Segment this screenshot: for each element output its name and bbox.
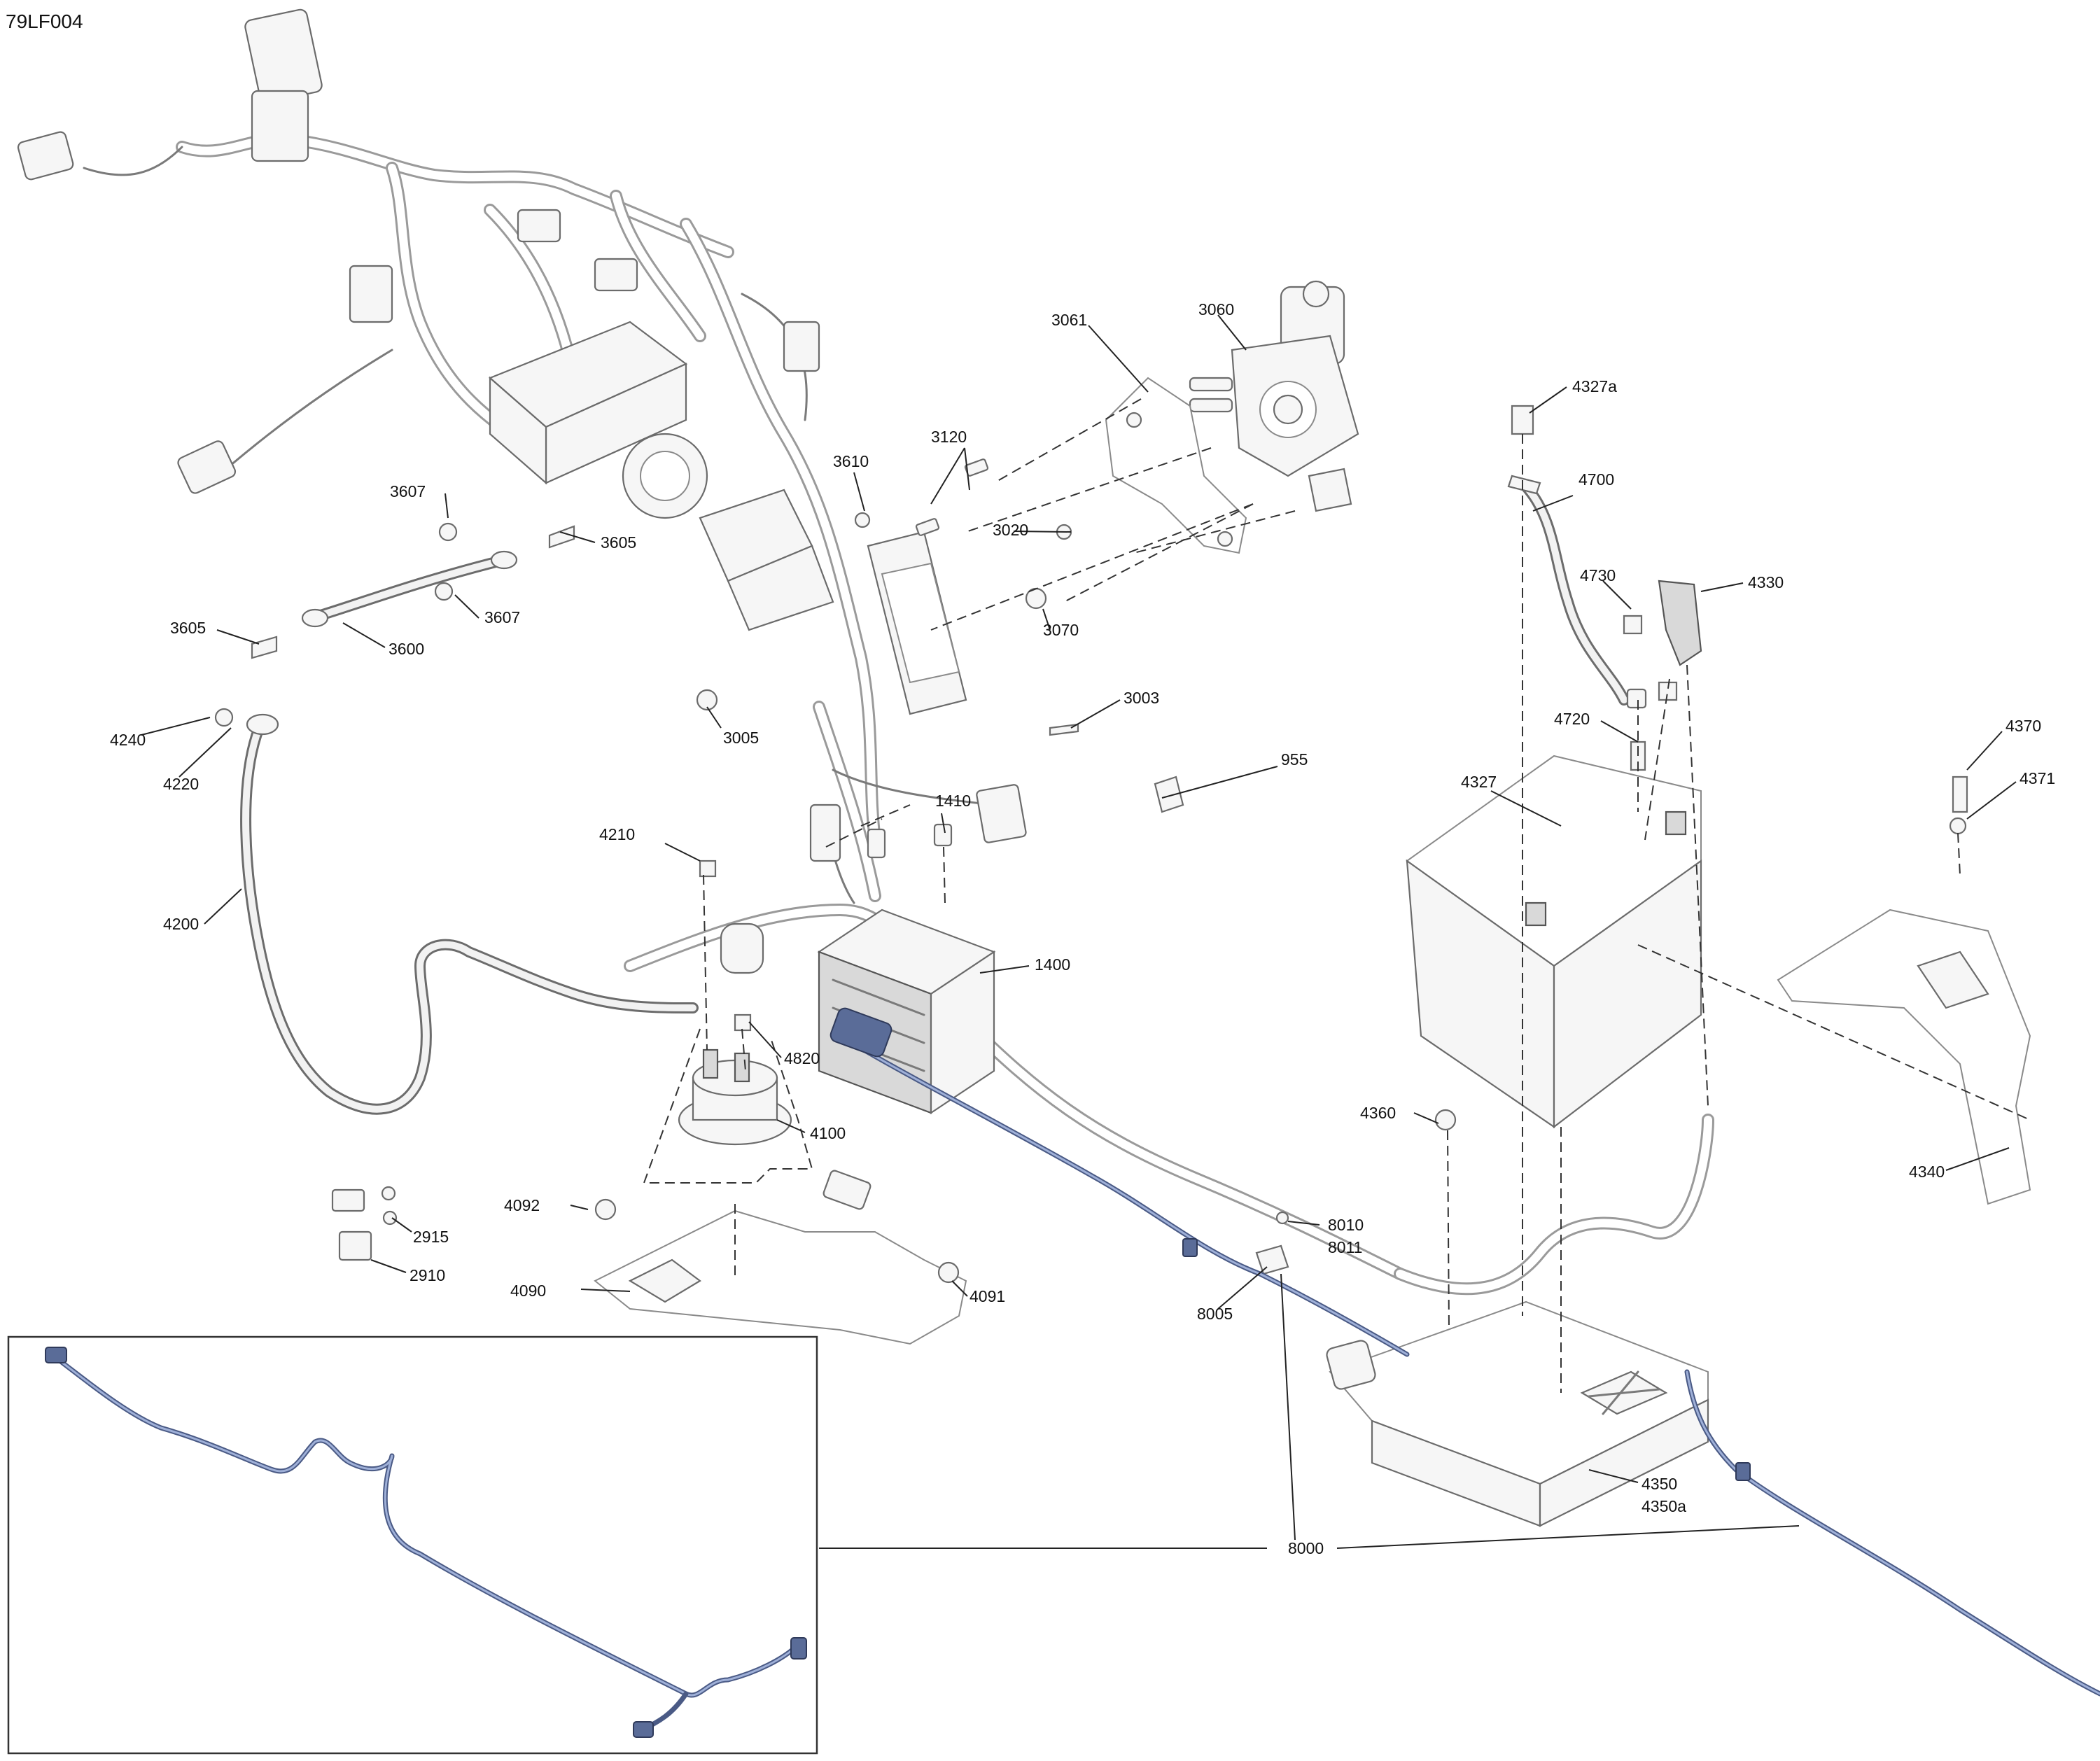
callout-3061: 3061	[1051, 311, 1087, 329]
battery-cable-4200	[214, 708, 699, 1115]
callout-labels: 3061 3060 4327a 3120 3610 4700 3607 3605…	[110, 300, 2055, 1557]
callout-4327: 4327	[1461, 773, 1497, 791]
blue-harness-8000	[830, 1007, 2100, 1697]
callout-4340: 4340	[1909, 1163, 1945, 1181]
starter-solenoid-4100	[643, 860, 872, 1210]
solenoid-tray-4090	[594, 1198, 967, 1345]
battery-bracket-4340	[1777, 776, 2031, 1205]
callout-2915: 2915	[413, 1228, 449, 1246]
actuator-3060	[1189, 280, 1359, 512]
callout-8000: 8000	[1288, 1539, 1324, 1557]
callout-4350a: 4350a	[1642, 1497, 1686, 1515]
callout-4210: 4210	[599, 825, 635, 843]
callout-4240: 4240	[110, 731, 146, 749]
callout-4091: 4091	[969, 1287, 1005, 1305]
callout-4330: 4330	[1748, 573, 1784, 591]
callout-4730: 4730	[1580, 566, 1616, 584]
callout-1410: 1410	[935, 792, 971, 810]
callout-4092: 4092	[504, 1196, 540, 1214]
callout-4350: 4350	[1642, 1475, 1677, 1493]
callout-1400: 1400	[1035, 955, 1070, 974]
callout-3607-top: 3607	[390, 482, 426, 500]
figure-id: 79LF004	[6, 10, 83, 32]
callout-8011: 8011	[1328, 1238, 1362, 1256]
inset-harness-8000	[7, 1335, 818, 1755]
callout-4220: 4220	[163, 775, 199, 793]
callout-4090: 4090	[510, 1282, 546, 1300]
battery-tray-4350	[1255, 1109, 1709, 1527]
voltage-regulator-1400	[817, 823, 996, 1115]
leader-lines	[141, 314, 2017, 1549]
callout-4820: 4820	[784, 1049, 820, 1067]
callout-8010: 8010	[1328, 1216, 1364, 1234]
clips-2910-2915	[331, 1186, 398, 1261]
callout-3600: 3600	[388, 640, 424, 658]
callout-4327a: 4327a	[1572, 377, 1617, 395]
callout-4370: 4370	[2005, 717, 2041, 735]
callout-4700: 4700	[1578, 470, 1614, 489]
callout-4720: 4720	[1554, 710, 1590, 728]
callout-2910: 2910	[410, 1266, 445, 1284]
main-wiring-harness	[17, 8, 967, 846]
actuator-bracket-3061	[1105, 377, 1247, 554]
callout-3003: 3003	[1124, 689, 1159, 707]
callout-955: 955	[1281, 750, 1308, 769]
battery-cable-4700	[1507, 405, 1647, 709]
assembly-lines	[703, 398, 2031, 1393]
callout-3605-left: 3605	[170, 619, 206, 637]
inset-frame	[7, 1335, 818, 1755]
callout-3120: 3120	[931, 428, 967, 446]
callout-3020: 3020	[993, 521, 1028, 539]
terminal-cover-4330	[1623, 580, 1702, 771]
callout-4200: 4200	[163, 915, 199, 933]
callout-3610: 3610	[833, 452, 869, 470]
callout-3060: 3060	[1198, 300, 1234, 318]
callout-4371: 4371	[2019, 769, 2055, 787]
callout-3005: 3005	[723, 729, 759, 747]
callout-3607-bottom: 3607	[484, 608, 520, 626]
ground-strap-assembly	[251, 522, 575, 659]
callout-3605-right: 3605	[601, 533, 636, 552]
callout-4100: 4100	[810, 1124, 846, 1142]
battery-4327	[1406, 755, 1702, 1129]
callout-4360: 4360	[1360, 1104, 1396, 1122]
callout-3070: 3070	[1043, 621, 1079, 639]
callout-8005: 8005	[1197, 1305, 1233, 1323]
